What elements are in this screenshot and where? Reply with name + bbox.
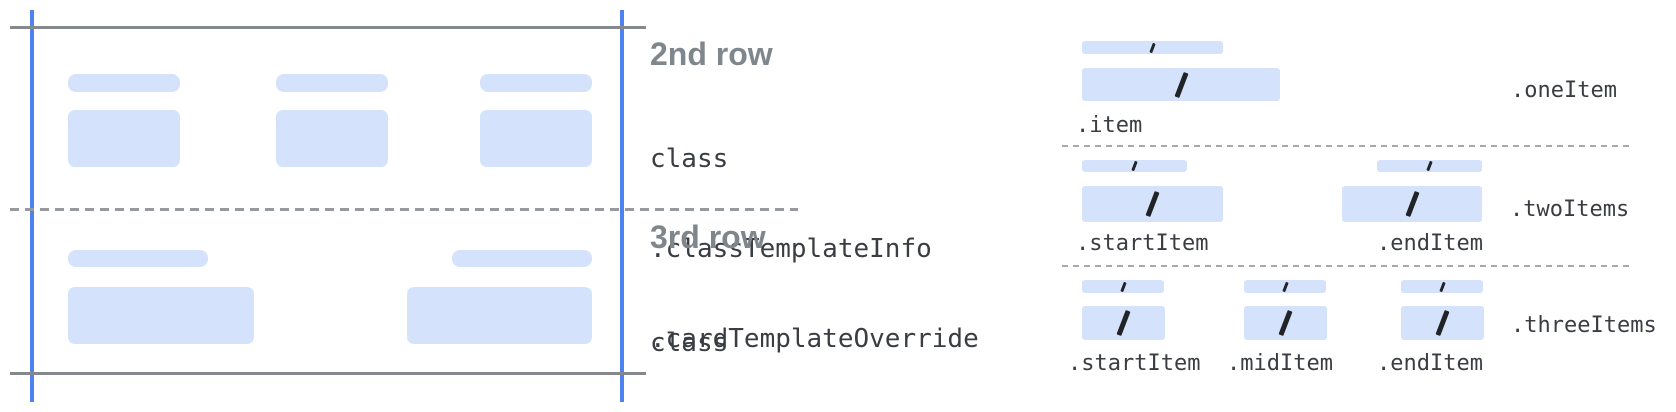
threeitems-mid-body-bar	[1244, 306, 1327, 340]
threeitems-startitem-label: .startItem	[1068, 351, 1201, 376]
card-right-margin-guide-line	[620, 10, 624, 402]
slash-icon	[1405, 190, 1419, 218]
row3-start-label-placeholder	[68, 250, 208, 267]
card-left-margin-guide-line	[30, 10, 34, 402]
row2-code-line-1: class	[650, 144, 729, 174]
row2-code-line-3: .cardTemplateOverride	[650, 324, 979, 354]
row3-code-line-1: class	[650, 328, 729, 358]
slash-icon	[1438, 281, 1446, 292]
row2-code-line-2: .classTemplateInfo	[650, 234, 932, 264]
threeitems-group-label: .threeItems	[1511, 313, 1657, 338]
twoitems-end-header-bar	[1377, 160, 1482, 172]
row2-col1-body-placeholder	[68, 110, 180, 167]
row3-code-path: class .classTemplateInfo .cardTemplateOv…	[650, 268, 1026, 412]
row3-end-label-placeholder	[452, 250, 592, 267]
slash-icon	[1281, 281, 1289, 292]
row2-col2-label-placeholder	[276, 74, 388, 92]
row3-heading: 3rd row	[650, 219, 766, 255]
row2-heading: 2nd row	[650, 36, 773, 72]
row3-start-body-placeholder	[68, 287, 254, 344]
card-row-divider-dashed-line	[10, 208, 798, 211]
threeitems-enditem-label: .endItem	[1377, 351, 1483, 376]
row2-col2-body-placeholder	[276, 110, 388, 167]
twoitems-end-body-bar	[1342, 186, 1482, 222]
twoitems-start-body-bar	[1082, 186, 1223, 222]
twoitems-enditem-label: .endItem	[1377, 231, 1483, 256]
slash-icon	[1174, 71, 1188, 98]
slash-icon	[1149, 42, 1156, 53]
threeitems-miditem-label: .midItem	[1227, 351, 1333, 376]
threeitems-start-body-bar	[1082, 306, 1165, 340]
twoitems-startitem-label: .startItem	[1076, 231, 1209, 256]
threeitems-start-header-bar	[1082, 280, 1164, 293]
slash-icon	[1119, 281, 1127, 292]
oneitem-body-bar	[1082, 68, 1280, 101]
row3-end-body-placeholder	[407, 287, 592, 344]
twoitems-start-header-bar	[1082, 160, 1187, 172]
threeitems-mid-header-bar	[1244, 280, 1326, 293]
slash-icon	[1426, 160, 1433, 172]
oneitem-item-label: .item	[1076, 113, 1143, 138]
template-divider-dashed-line-1	[1062, 145, 1630, 147]
row2-col3-label-placeholder	[480, 74, 592, 92]
card-top-guide-line	[10, 26, 646, 29]
row2-col1-label-placeholder	[68, 74, 180, 92]
card-bottom-guide-line	[10, 372, 646, 375]
slash-icon	[1131, 160, 1138, 172]
oneitem-group-label: .oneItem	[1511, 78, 1617, 103]
threeitems-end-header-bar	[1401, 280, 1483, 293]
twoitems-group-label: .twoItems	[1510, 197, 1630, 222]
slash-icon	[1278, 309, 1293, 337]
template-divider-dashed-line-2	[1062, 265, 1630, 267]
slash-icon	[1435, 309, 1450, 337]
threeitems-end-body-bar	[1401, 306, 1484, 340]
slash-icon	[1145, 190, 1160, 218]
oneitem-header-bar	[1082, 41, 1223, 54]
row2-code-path: class .classTemplateInfo .cardTemplateOv…	[650, 84, 1026, 412]
slash-icon	[1116, 309, 1131, 337]
row2-col3-body-placeholder	[480, 110, 592, 167]
